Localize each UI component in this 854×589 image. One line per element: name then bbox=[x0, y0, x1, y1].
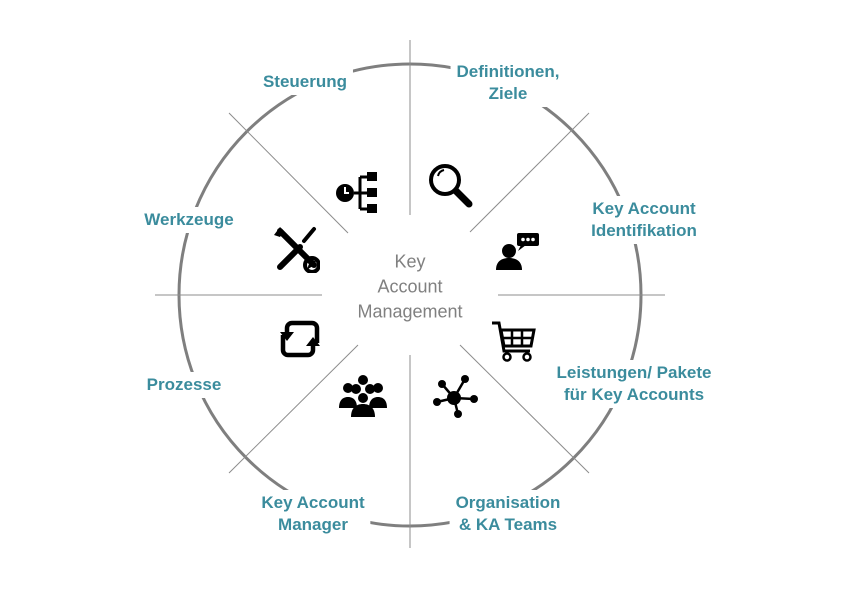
label-text: Key Account bbox=[592, 199, 696, 218]
label-prozesse: Prozesse bbox=[140, 372, 228, 398]
label-text: Definitionen, bbox=[456, 62, 560, 81]
network-icon bbox=[433, 375, 478, 418]
label-text: & KA Teams bbox=[458, 515, 558, 534]
label-definitionen: Definitionen, Ziele bbox=[450, 59, 566, 107]
label-text: Werkzeuge bbox=[144, 210, 234, 229]
center-title: Key Account Management bbox=[357, 250, 462, 325]
tools-icon bbox=[274, 227, 320, 273]
label-steuerung: Steuerung bbox=[256, 69, 354, 95]
label-text: Identifikation bbox=[591, 221, 697, 240]
shopping-cart-icon bbox=[492, 321, 536, 362]
group-icon bbox=[339, 375, 387, 417]
center-line-1: Key bbox=[394, 251, 426, 272]
org-chart-clock-icon bbox=[336, 172, 377, 213]
center-line-3: Management bbox=[357, 301, 463, 322]
divider-lines bbox=[155, 40, 665, 548]
label-text: Key Account bbox=[261, 493, 365, 512]
label-organisation: Organisation & KA Teams bbox=[449, 490, 567, 538]
label-text: Leistungen/ Pakete bbox=[556, 363, 712, 382]
person-speech-icon bbox=[496, 233, 539, 270]
label-text: Ziele bbox=[488, 84, 528, 103]
label-leistungen: Leistungen/ Pakete für Key Accounts bbox=[550, 360, 718, 408]
label-text: für Key Accounts bbox=[563, 385, 705, 404]
label-text: Organisation bbox=[455, 493, 561, 512]
center-line-2: Account bbox=[377, 276, 443, 297]
magnifier-icon bbox=[429, 164, 473, 208]
label-text: Steuerung bbox=[262, 72, 348, 91]
label-werkzeuge: Werkzeuge bbox=[138, 207, 240, 233]
refresh-icon bbox=[280, 320, 320, 358]
label-text: Prozesse bbox=[146, 375, 222, 394]
label-text: Manager bbox=[278, 515, 348, 534]
